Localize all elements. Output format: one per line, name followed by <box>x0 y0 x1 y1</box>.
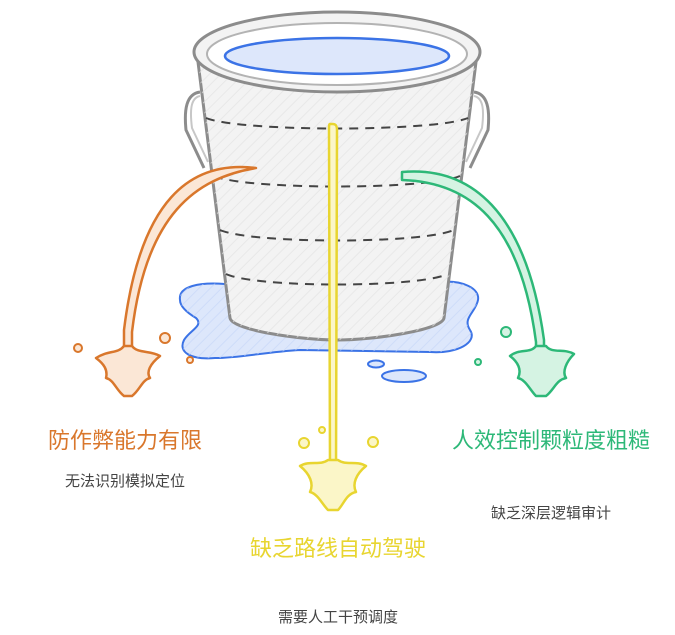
leak-left-orange <box>73 165 258 398</box>
bucket <box>183 10 491 342</box>
leak-right-green <box>400 170 576 398</box>
leak-right-description: 缺乏深层逻辑审计 <box>490 504 611 522</box>
leak-left-title: 防作弊能力有限 <box>47 429 202 454</box>
leak-left-description: 无法识别模拟定位 <box>64 472 185 490</box>
leak-center-description: 需要人工干预调度 <box>277 608 398 626</box>
splash-left <box>94 344 162 398</box>
splash-right <box>508 344 576 398</box>
leak-center-yellow <box>298 122 379 512</box>
leak-center-title: 缺乏路线自动驾驶 <box>249 537 426 562</box>
water-surface <box>223 36 451 76</box>
bucket-handle <box>183 90 206 169</box>
splash-center <box>298 458 368 512</box>
leak-right-title: 人效控制颗粒度粗糙 <box>451 429 650 454</box>
